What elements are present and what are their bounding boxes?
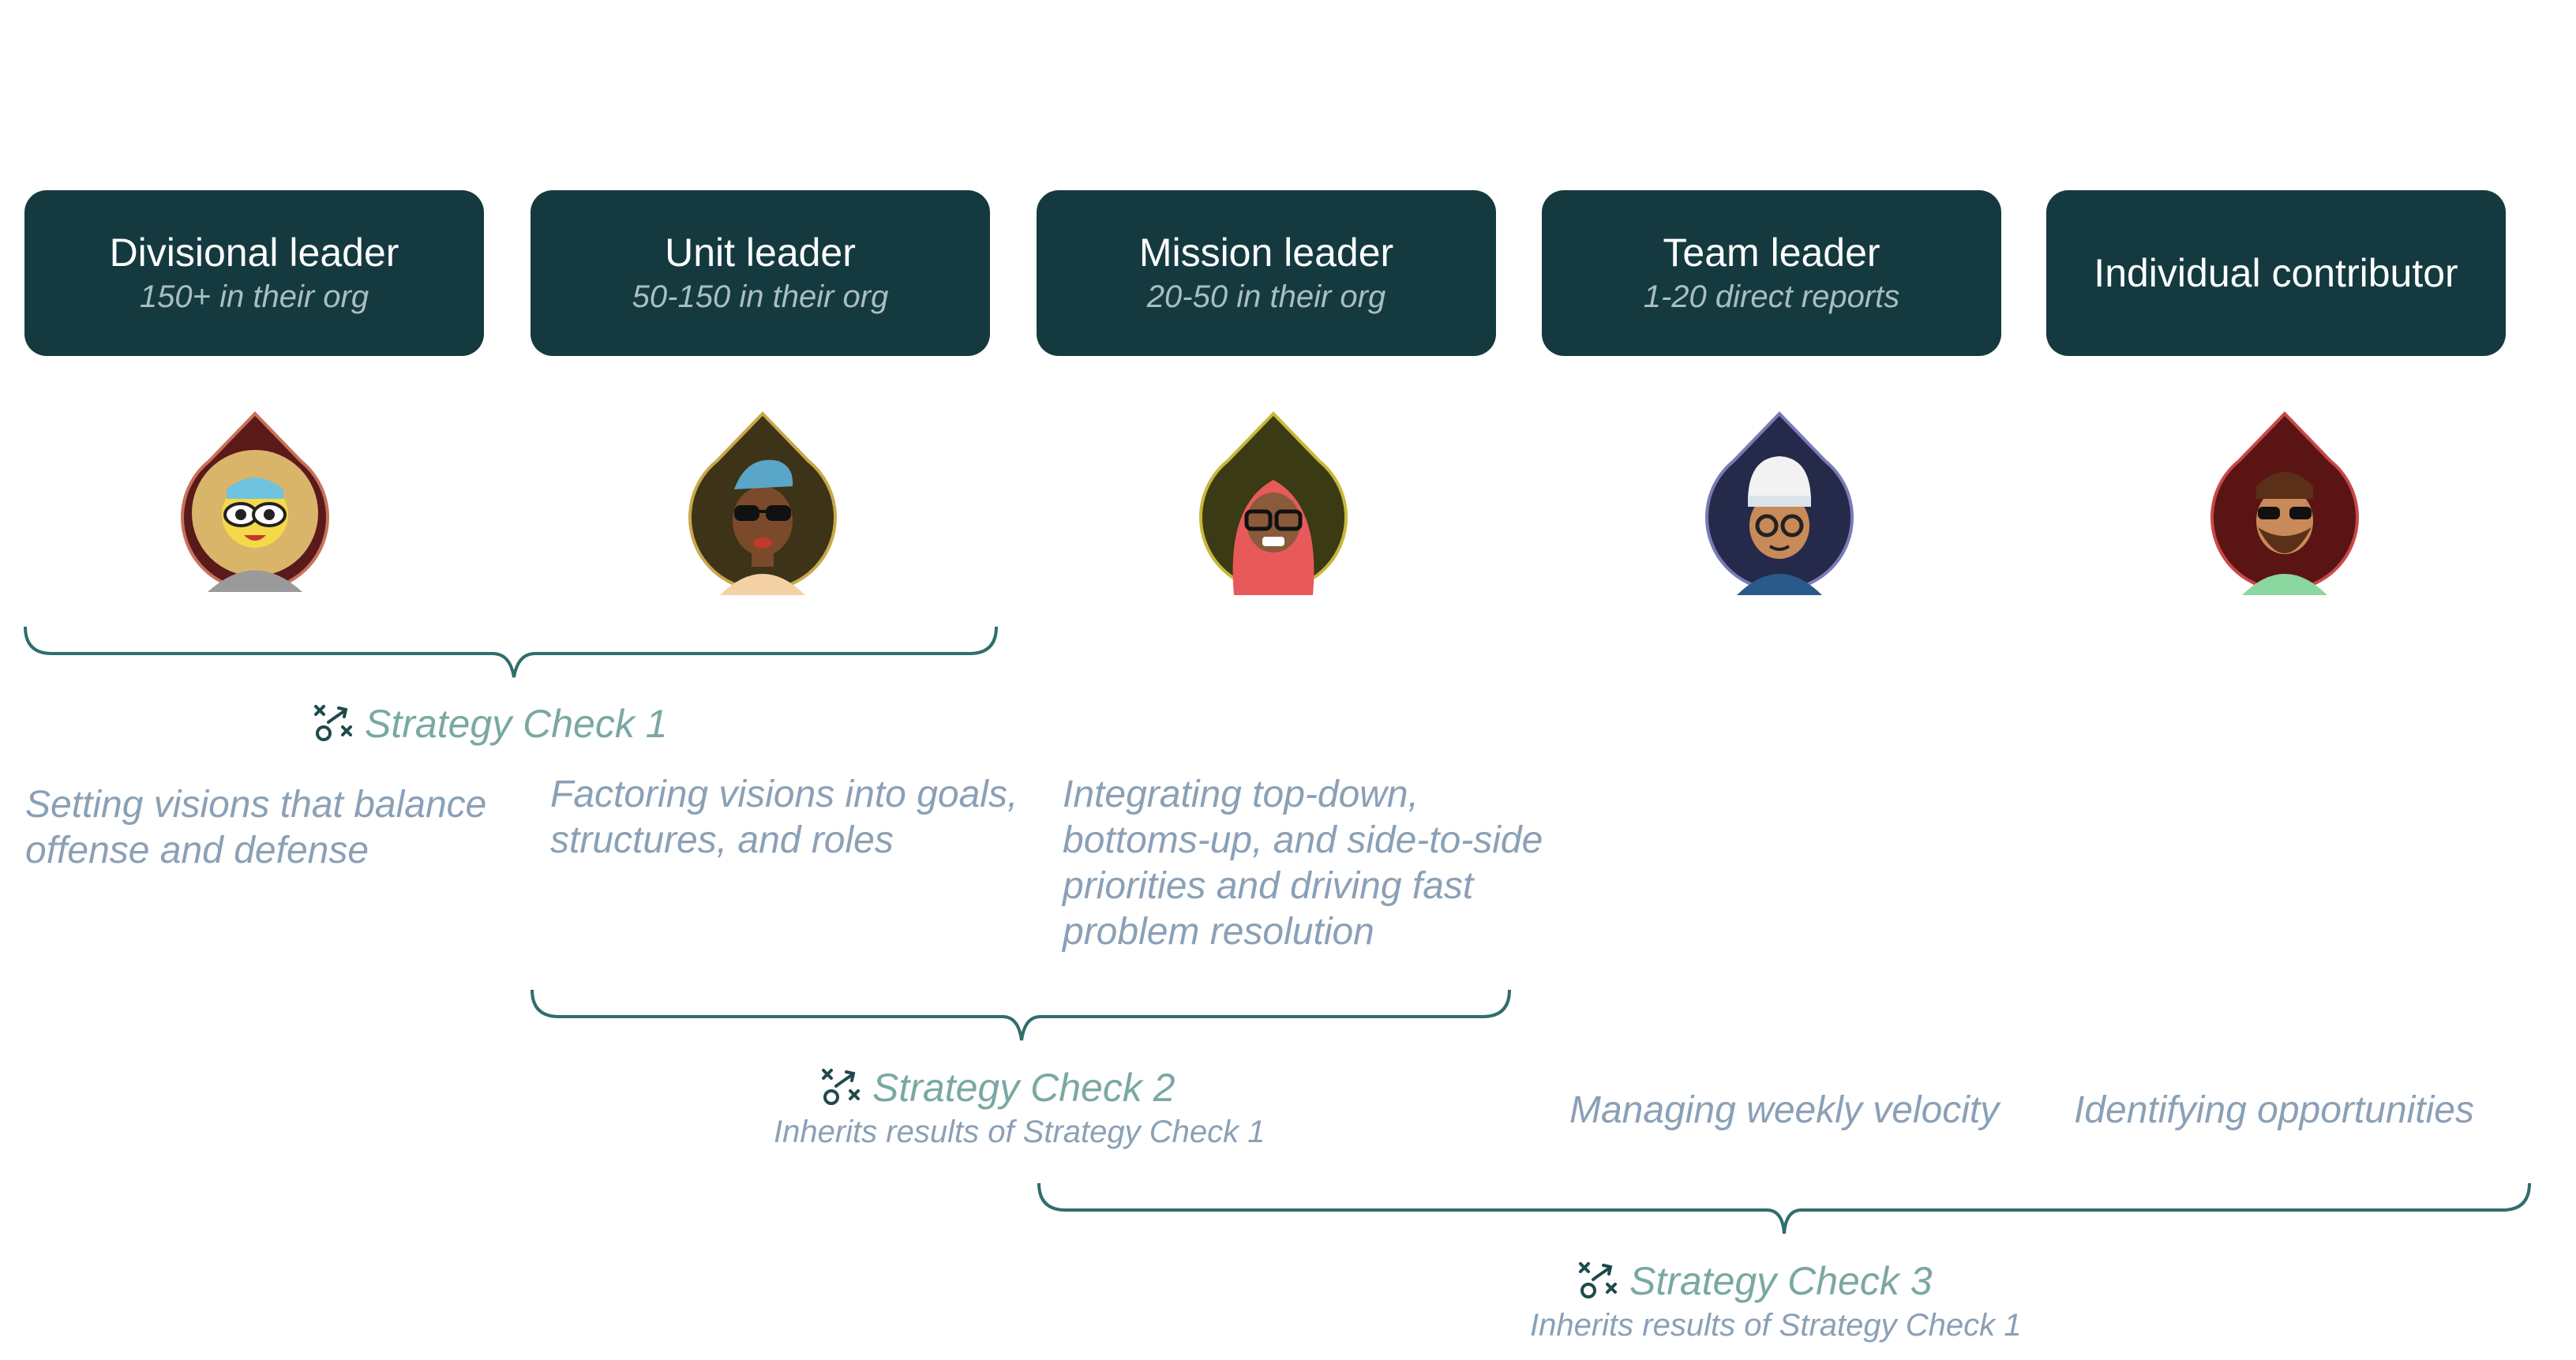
strategy-check-note: Inherits results of Strategy Check 1 [1530, 1308, 2022, 1343]
role-title: Individual contributor [2094, 251, 2458, 295]
description-divisional: Setting visions that balance offense and… [25, 784, 487, 871]
strategy-check-note: Inherits results of Strategy Check 1 [774, 1115, 1266, 1149]
strategy-check-label: Strategy Check 1 [365, 702, 668, 746]
strategy-check-2: Strategy Check 2 [820, 1064, 1176, 1111]
role-card-divisional: Divisional leader 150+ in their org [24, 190, 484, 356]
avatar-woman-hijab-icon [1199, 411, 1348, 595]
role-title: Team leader [1663, 230, 1880, 275]
avatar-man-beanie-icon [1705, 411, 1854, 595]
description-mission: Integrating top-down, bottoms-up, and si… [1063, 774, 1543, 953]
role-subtitle: 50-150 in their org [632, 279, 889, 314]
role-title: Mission leader [1138, 230, 1394, 275]
bracket-check-2 [531, 989, 1511, 1041]
strategy-check-1: Strategy Check 1 [313, 700, 668, 747]
role-subtitle: 150+ in their org [139, 279, 369, 314]
strategy-check-label: Strategy Check 3 [1629, 1259, 1933, 1303]
role-subtitle: 20-50 in their org [1146, 279, 1386, 314]
role-card-unit: Unit leader 50-150 in their org [531, 190, 990, 356]
role-title: Unit leader [665, 230, 856, 275]
description-unit: Factoring visions into goals, structures… [550, 774, 1018, 861]
avatar-man-beard-icon [2210, 411, 2359, 595]
avatar-man-sunglasses-icon [688, 411, 837, 595]
role-card-team: Team leader 1-20 direct reports [1542, 190, 2001, 356]
description-individual: Identifying opportunities [2074, 1089, 2474, 1131]
role-subtitle: 1-20 direct reports [1643, 279, 1900, 314]
strategy-check-label: Strategy Check 2 [872, 1066, 1176, 1110]
role-card-mission: Mission leader 20-50 in their org [1037, 190, 1496, 356]
avatar-woman-sunglasses-icon [181, 411, 329, 592]
strategy-icon [820, 1067, 861, 1108]
bracket-check-1 [24, 626, 998, 678]
bracket-check-3 [1037, 1182, 2531, 1234]
strategy-icon [313, 703, 354, 744]
strategy-icon [1577, 1261, 1618, 1302]
role-title: Divisional leader [109, 230, 399, 275]
description-team: Managing weekly velocity [1569, 1089, 2000, 1131]
strategy-check-3: Strategy Check 3 [1577, 1257, 1933, 1305]
role-card-individual: Individual contributor [2046, 190, 2506, 356]
